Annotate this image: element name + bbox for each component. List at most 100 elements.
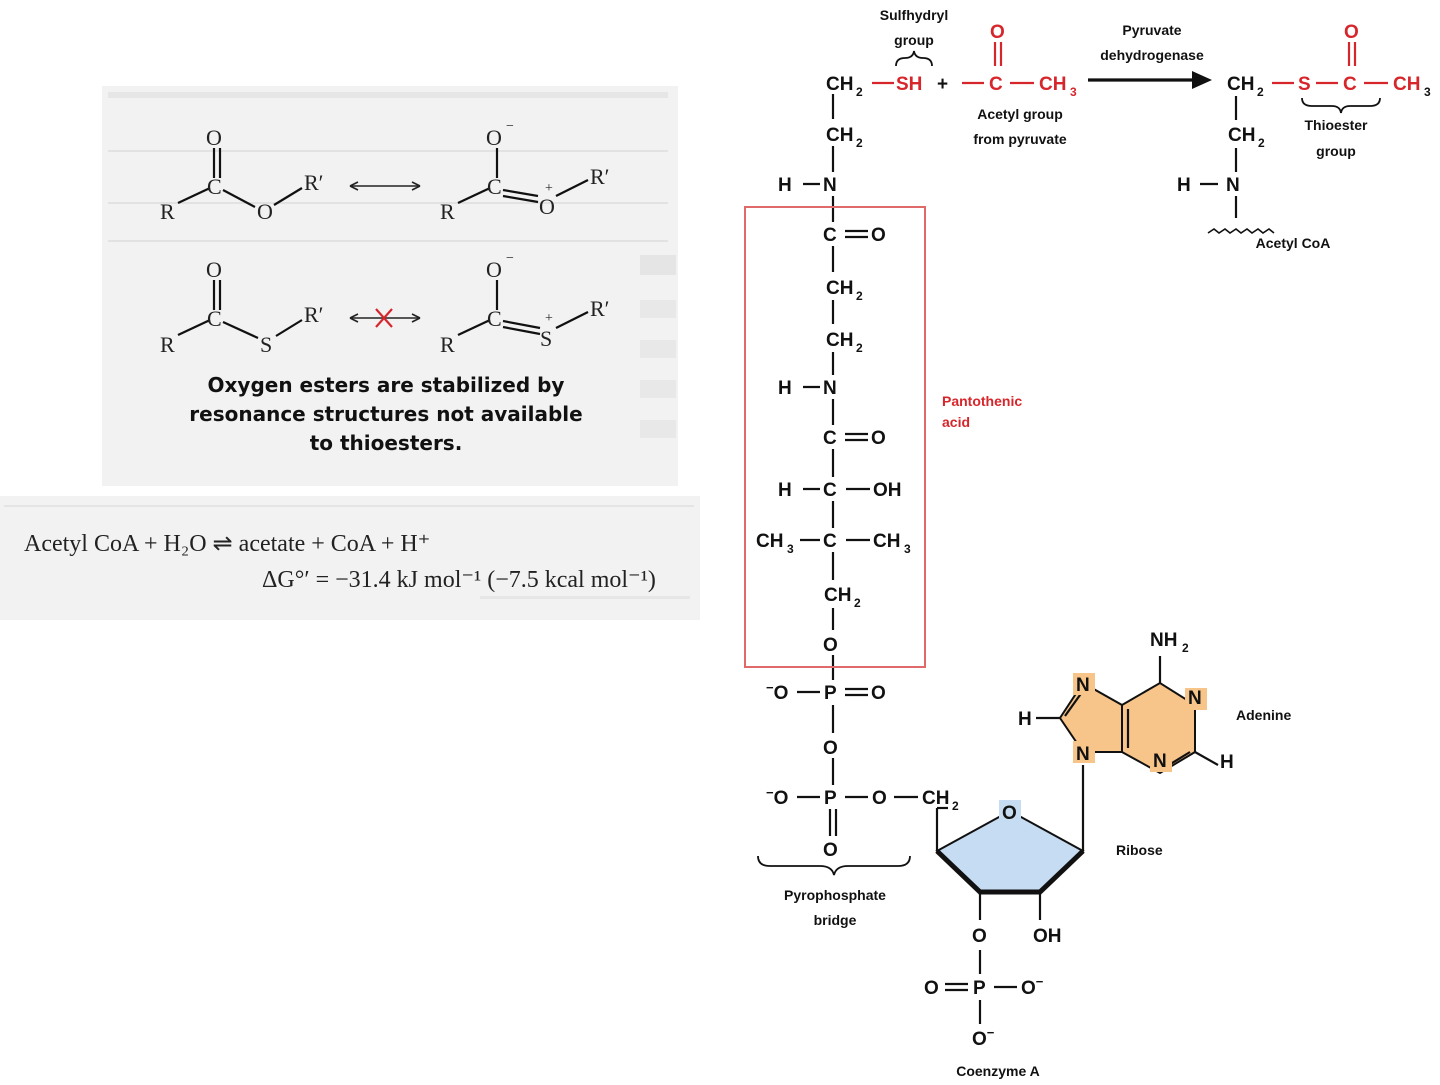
- acetyl-label-line-1: Acetyl group: [977, 106, 1063, 122]
- svg-text:2: 2: [1182, 641, 1189, 655]
- svg-text:R′: R′: [590, 164, 610, 189]
- svg-text:O: O: [823, 738, 838, 759]
- reaction-arrow: [1088, 71, 1212, 89]
- svg-text:O: O: [539, 194, 555, 219]
- hydrolysis-equation: Acetyl CoA + H₂O ⇌ acetate + CoA + H⁺: [24, 531, 430, 557]
- textbook-scan-upper: [102, 86, 678, 486]
- svg-text:P: P: [824, 788, 837, 809]
- svg-text:+: +: [545, 181, 553, 196]
- enzyme-label-line-2: dehydrogenase: [1100, 47, 1204, 63]
- svg-text:C: C: [207, 306, 222, 331]
- svg-text:H: H: [1220, 752, 1234, 773]
- svg-text:S: S: [260, 332, 272, 357]
- svg-text:R: R: [440, 199, 455, 224]
- svg-text:O: O: [924, 978, 939, 999]
- delta-g-value: ΔG°′ = −31.4 kJ mol⁻¹ (−7.5 kcal mol⁻¹): [262, 567, 656, 593]
- svg-text:R: R: [160, 332, 175, 357]
- svg-text:O: O: [972, 926, 987, 947]
- svg-text:SH: SH: [896, 74, 922, 95]
- svg-text:H: H: [778, 480, 792, 501]
- svg-text:C: C: [1343, 74, 1357, 95]
- enzyme-label-line-1: Pyruvate: [1122, 22, 1181, 38]
- svg-text:O: O: [823, 635, 838, 656]
- ribose-label: Ribose: [1116, 842, 1163, 858]
- svg-text:NH: NH: [1150, 630, 1177, 651]
- svg-text:CH: CH: [824, 585, 851, 606]
- svg-text:−: −: [506, 119, 514, 134]
- svg-text:R: R: [440, 332, 455, 357]
- acetyl-coa-label: Acetyl CoA: [1256, 235, 1331, 251]
- svg-text:O: O: [823, 840, 838, 861]
- svg-text:O: O: [257, 199, 273, 224]
- svg-text:OH: OH: [1033, 926, 1062, 947]
- svg-text:C: C: [823, 531, 837, 552]
- svg-text:CH: CH: [1039, 74, 1066, 95]
- sulfhydryl-label-line-2: group: [894, 32, 934, 48]
- pantothenic-label-line-2: acid: [942, 414, 970, 430]
- svg-text:CH: CH: [1228, 125, 1255, 146]
- svg-text:P: P: [973, 978, 986, 999]
- svg-text:2: 2: [856, 289, 863, 303]
- thioester-resonance-structure: O − C R S + R′: [440, 251, 610, 357]
- coa-backbone-bonds: [797, 94, 918, 836]
- thioester-label-line-2: group: [1316, 143, 1356, 159]
- ribose-ring: O OH O: [935, 765, 1085, 947]
- svg-text:CH: CH: [922, 788, 949, 809]
- svg-text:R′: R′: [590, 296, 610, 321]
- thioester-structure: O C R S R′: [160, 257, 324, 357]
- thioester-brace: [1301, 97, 1381, 114]
- svg-text:O−: O−: [972, 1025, 995, 1050]
- svg-text:C: C: [823, 480, 837, 501]
- svg-text:CH: CH: [826, 278, 853, 299]
- svg-text:S: S: [1298, 74, 1311, 95]
- ghost-background-text: [4, 92, 694, 599]
- resonance-caption-line-3: to thioesters.: [310, 431, 463, 455]
- svg-text:3: 3: [1424, 85, 1431, 99]
- svg-text:N: N: [1076, 675, 1090, 696]
- coenzyme-a-label: Coenzyme A: [956, 1063, 1040, 1079]
- svg-text:H: H: [778, 378, 792, 399]
- sulfhydryl-label-line-1: Sulfhydryl: [880, 7, 948, 23]
- svg-text:R′: R′: [304, 302, 324, 327]
- svg-text:−O: −O: [766, 785, 788, 809]
- svg-text:CH: CH: [756, 531, 783, 552]
- svg-text:O: O: [486, 125, 502, 150]
- svg-text:2: 2: [856, 85, 863, 99]
- svg-text:R: R: [160, 199, 175, 224]
- svg-text:2: 2: [856, 341, 863, 355]
- svg-text:P: P: [824, 683, 837, 704]
- svg-text:C: C: [487, 174, 502, 199]
- blocked-resonance-arrow: [349, 308, 421, 328]
- textbook-scan-lower: [0, 496, 700, 620]
- svg-text:N: N: [1226, 175, 1240, 196]
- svg-text:3: 3: [787, 542, 794, 556]
- thioester-label-line-1: Thioester: [1304, 117, 1368, 133]
- svg-text:H: H: [1018, 709, 1032, 730]
- resonance-caption-line-1: Oxygen esters are stabilized by: [208, 373, 565, 397]
- svg-text:N: N: [1076, 744, 1090, 765]
- oxygen-ester-structure: O C R O R′: [160, 125, 324, 224]
- svg-text:O: O: [871, 683, 886, 704]
- svg-text:+: +: [937, 74, 948, 95]
- svg-text:O: O: [1002, 803, 1017, 824]
- svg-text:CH: CH: [873, 531, 900, 552]
- pantothenic-acid-box: [744, 206, 926, 668]
- resonance-arrow-oxygen: [349, 181, 421, 191]
- svg-text:2: 2: [952, 799, 959, 813]
- svg-text:N: N: [823, 378, 837, 399]
- svg-text:+: +: [545, 311, 553, 326]
- svg-text:C: C: [207, 174, 222, 199]
- svg-text:H: H: [778, 175, 792, 196]
- oxygen-ester-resonance-structure: O − C R O + R′: [440, 119, 610, 224]
- pantothenic-label-line-1: Pantothenic: [942, 393, 1022, 409]
- svg-text:O: O: [871, 428, 886, 449]
- resonance-caption-line-2: resonance structures not available: [189, 402, 582, 426]
- svg-text:O: O: [206, 257, 222, 282]
- pyrophosphate-label-line-1: Pyrophosphate: [784, 887, 886, 903]
- svg-text:CH: CH: [826, 74, 853, 95]
- svg-text:R′: R′: [304, 170, 324, 195]
